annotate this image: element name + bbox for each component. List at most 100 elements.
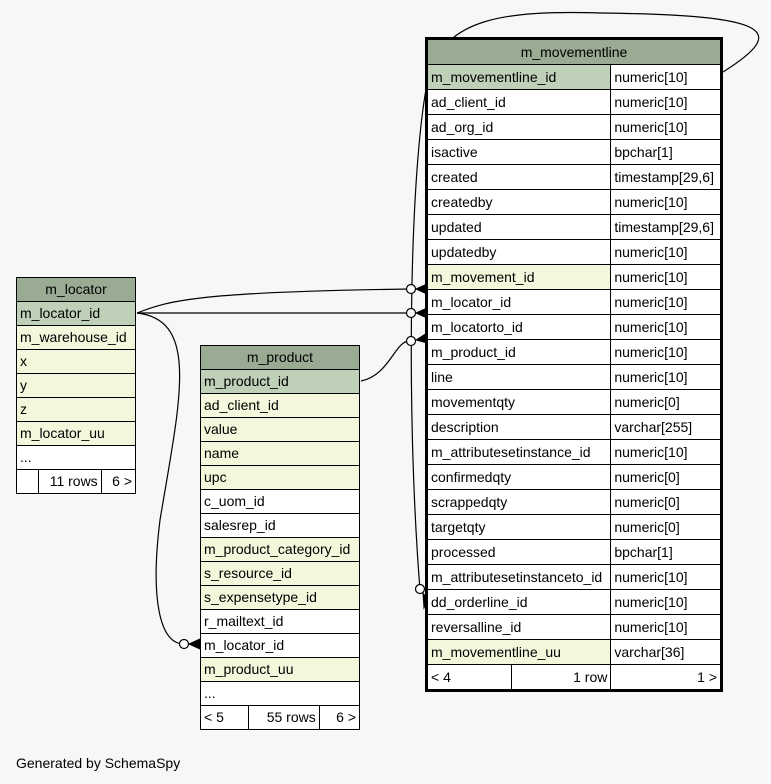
column-name[interactable]: line: [425, 364, 612, 390]
column-row[interactable]: s_expensetype_id: [200, 585, 360, 610]
column-name[interactable]: createdby: [425, 189, 612, 215]
parents-link[interactable]: < 4: [426, 664, 512, 691]
column-name[interactable]: y: [16, 373, 136, 398]
column-name[interactable]: m_locator_id: [200, 633, 360, 658]
column-name[interactable]: ...: [16, 445, 136, 470]
column-name[interactable]: m_movementline_id: [425, 64, 612, 90]
column-name[interactable]: updatedby: [425, 239, 612, 265]
column-name[interactable]: x: [16, 349, 136, 374]
column-name[interactable]: ad_client_id: [425, 89, 612, 115]
column-row[interactable]: m_product_category_id: [200, 537, 360, 562]
column-row[interactable]: s_resource_id: [200, 561, 360, 586]
parents-link[interactable]: [15, 469, 40, 494]
column-name[interactable]: m_product_uu: [200, 657, 360, 682]
column-name[interactable]: m_movementline_uu: [425, 639, 612, 665]
column-row[interactable]: x: [16, 349, 136, 374]
parents-link[interactable]: < 5: [199, 705, 250, 730]
table-title[interactable]: m_movementline: [426, 38, 722, 65]
table-header[interactable]: m_movementline: [426, 38, 722, 65]
column-name[interactable]: name: [200, 441, 360, 466]
column-row[interactable]: upc: [200, 465, 360, 490]
column-row[interactable]: m_warehouse_id: [16, 325, 136, 350]
column-row[interactable]: m_locator_id: [16, 301, 136, 326]
column-name[interactable]: ...: [200, 681, 360, 706]
table-header[interactable]: m_locator: [16, 277, 136, 302]
column-name[interactable]: m_attributesetinstanceto_id: [425, 564, 612, 590]
column-name[interactable]: confirmedqty: [425, 464, 612, 490]
column-name[interactable]: processed: [425, 539, 612, 565]
column-row[interactable]: c_uom_id: [200, 489, 360, 514]
column-row[interactable]: r_mailtext_id: [200, 609, 360, 634]
column-row[interactable]: m_locator_id: [200, 633, 360, 658]
column-row[interactable]: m_product_id: [200, 369, 360, 394]
column-name[interactable]: z: [16, 397, 136, 422]
column-name[interactable]: r_mailtext_id: [200, 609, 360, 634]
column-name[interactable]: m_locator_id: [425, 289, 612, 315]
column-name[interactable]: ad_client_id: [200, 393, 360, 418]
column-row[interactable]: m_product_uu: [200, 657, 360, 682]
column-name[interactable]: m_product_id: [200, 369, 360, 394]
table-title[interactable]: m_product: [200, 345, 360, 370]
column-row[interactable]: name: [200, 441, 360, 466]
column-name[interactable]: s_resource_id: [200, 561, 360, 586]
column-name[interactable]: m_product_category_id: [200, 537, 360, 562]
column-name[interactable]: scrappedqty: [425, 489, 612, 515]
column-name[interactable]: m_locator_uu: [16, 421, 136, 446]
column-name[interactable]: dd_orderline_id: [425, 589, 612, 615]
column-name[interactable]: s_expensetype_id: [200, 585, 360, 610]
column-name[interactable]: m_product_id: [425, 339, 612, 365]
column-name[interactable]: updated: [425, 214, 612, 240]
column-row[interactable]: ad_client_id: [200, 393, 360, 418]
column-row[interactable]: ...: [16, 445, 136, 470]
column-name[interactable]: m_locatorto_id: [425, 314, 612, 340]
column-name[interactable]: targetqty: [425, 514, 612, 540]
table-title[interactable]: m_locator: [16, 277, 136, 302]
column-row[interactable]: ...: [200, 681, 360, 706]
column-name[interactable]: value: [200, 417, 360, 442]
children-link[interactable]: 6 >: [100, 469, 137, 494]
column-name[interactable]: m_locator_id: [16, 301, 136, 326]
children-link[interactable]: 6 >: [318, 705, 361, 730]
column-name[interactable]: description: [425, 414, 612, 440]
column-row[interactable]: y: [16, 373, 136, 398]
column-name[interactable]: m_movement_id: [425, 264, 612, 290]
column-name[interactable]: upc: [200, 465, 360, 490]
column-name[interactable]: m_warehouse_id: [16, 325, 136, 350]
column-name[interactable]: m_attributesetinstance_id: [425, 439, 612, 465]
column-name[interactable]: c_uom_id: [200, 489, 360, 514]
column-name[interactable]: reversalline_id: [425, 614, 612, 640]
column-name[interactable]: created: [425, 164, 612, 190]
table-header[interactable]: m_product: [200, 345, 360, 370]
column-name[interactable]: movementqty: [425, 389, 612, 415]
column-row[interactable]: salesrep_id: [200, 513, 360, 538]
children-link[interactable]: 1 >: [610, 664, 722, 691]
column-name[interactable]: isactive: [425, 139, 612, 165]
column-row[interactable]: value: [200, 417, 360, 442]
column-name[interactable]: ad_org_id: [425, 114, 612, 140]
